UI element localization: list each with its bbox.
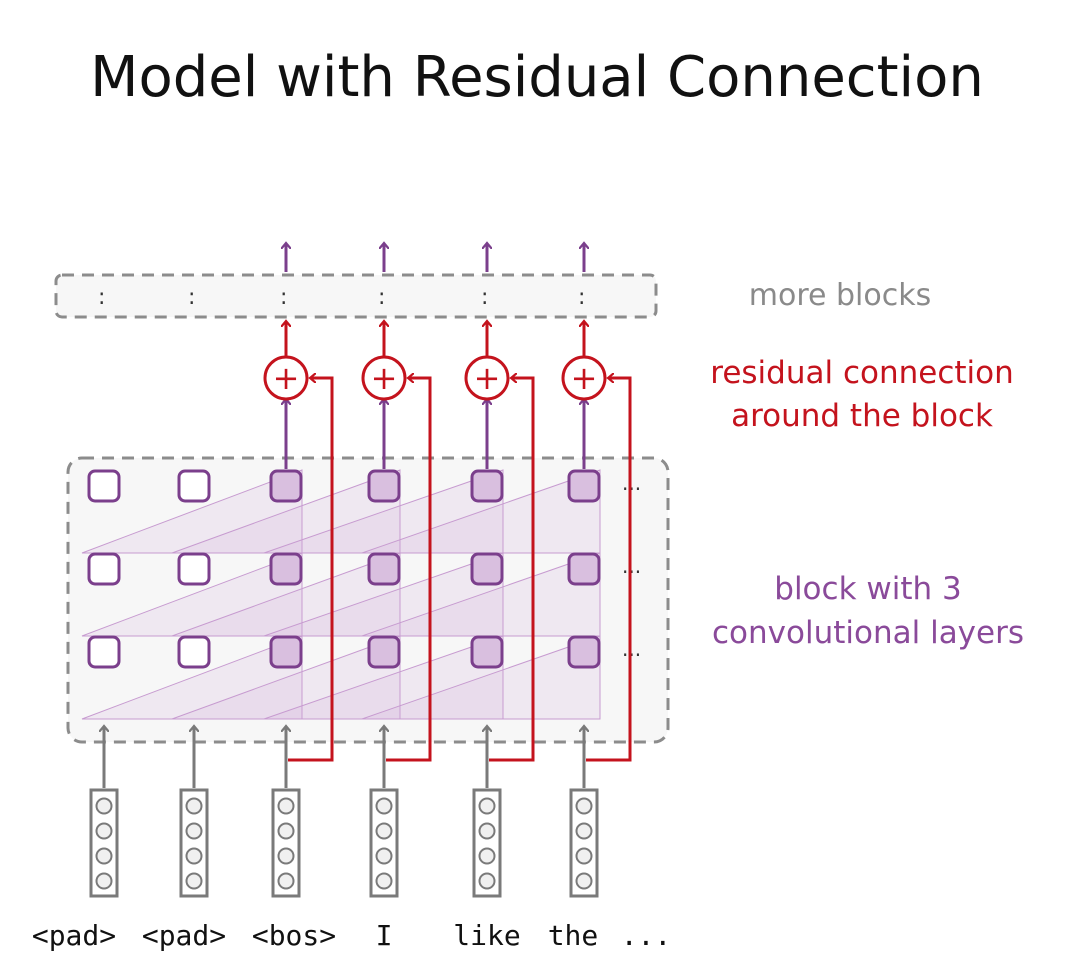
conv-node — [470, 469, 504, 503]
embedding-unit — [375, 872, 393, 890]
conv-node — [367, 635, 401, 669]
plus-symbol: + — [474, 359, 501, 397]
embedding-unit — [575, 872, 593, 890]
more-blocks-dots: : — [188, 285, 195, 310]
token-label: I — [376, 919, 393, 952]
conv-node — [367, 469, 401, 503]
more-blocks-dots: : — [98, 285, 105, 310]
more-blocks-dots: : — [481, 285, 488, 310]
token-label: <pad> — [32, 919, 116, 952]
embedding-unit — [277, 822, 295, 840]
plus-symbol: + — [571, 359, 598, 397]
embedding-unit — [575, 822, 593, 840]
plus-symbol: + — [273, 359, 300, 397]
embedding-unit — [185, 872, 203, 890]
token-label: ... — [621, 919, 672, 952]
residual-connection-line — [386, 378, 432, 762]
residual-label-line1: residual connection — [710, 355, 1014, 391]
embedding-unit — [478, 797, 496, 815]
more-blocks-dots: : — [378, 285, 385, 310]
embedding-unit — [375, 822, 393, 840]
embedding-unit — [95, 872, 113, 890]
token-label: like — [453, 919, 520, 952]
embedding-unit — [95, 797, 113, 815]
conv-node-pad — [177, 552, 211, 586]
residual-connection-line — [586, 378, 632, 762]
embedding-unit — [185, 797, 203, 815]
embedding-unit — [375, 847, 393, 865]
receptive-field-fan — [361, 635, 601, 720]
more-blocks-box — [54, 273, 658, 319]
conv-node-pad — [87, 469, 121, 503]
conv-node — [567, 552, 601, 586]
row-ellipsis: ... — [622, 637, 641, 661]
block-label-line2: convolutional layers — [712, 615, 1024, 651]
residual-connection-line — [288, 378, 334, 762]
diagram-title: Model with Residual Connection — [90, 45, 984, 110]
token-label: <pad> — [142, 919, 226, 952]
conv-node — [567, 635, 601, 669]
conv-node — [269, 469, 303, 503]
conv-node — [367, 552, 401, 586]
conv-node — [470, 552, 504, 586]
embedding-unit — [185, 847, 203, 865]
block-label-line1: block with 3 — [774, 571, 961, 607]
residual-label-line2: around the block — [731, 398, 993, 434]
plus-symbol: + — [371, 359, 398, 397]
embedding-unit — [575, 847, 593, 865]
conv-node — [269, 635, 303, 669]
row-ellipsis: ... — [622, 554, 641, 578]
conv-node-pad — [87, 552, 121, 586]
token-label: <bos> — [252, 919, 336, 952]
conv-node — [567, 469, 601, 503]
embedding-unit — [277, 797, 295, 815]
conv-node-pad — [177, 635, 211, 669]
token-label: the — [548, 919, 599, 952]
conv-node — [269, 552, 303, 586]
embedding-unit — [478, 822, 496, 840]
embedding-unit — [277, 872, 295, 890]
embedding-unit — [375, 797, 393, 815]
conv-node-pad — [87, 635, 121, 669]
more-blocks-dots: : — [280, 285, 287, 310]
conv-node — [470, 635, 504, 669]
more-blocks-label: more blocks — [749, 278, 931, 313]
embedding-unit — [277, 847, 295, 865]
embedding-unit — [478, 872, 496, 890]
more-blocks-dots: : — [578, 285, 585, 310]
conv-node-pad — [177, 469, 211, 503]
embedding-unit — [185, 822, 203, 840]
embedding-unit — [478, 847, 496, 865]
embedding-unit — [575, 797, 593, 815]
residual-connection-line — [489, 378, 535, 762]
embedding-unit — [95, 847, 113, 865]
embedding-unit — [95, 822, 113, 840]
row-ellipsis: ... — [622, 471, 641, 495]
